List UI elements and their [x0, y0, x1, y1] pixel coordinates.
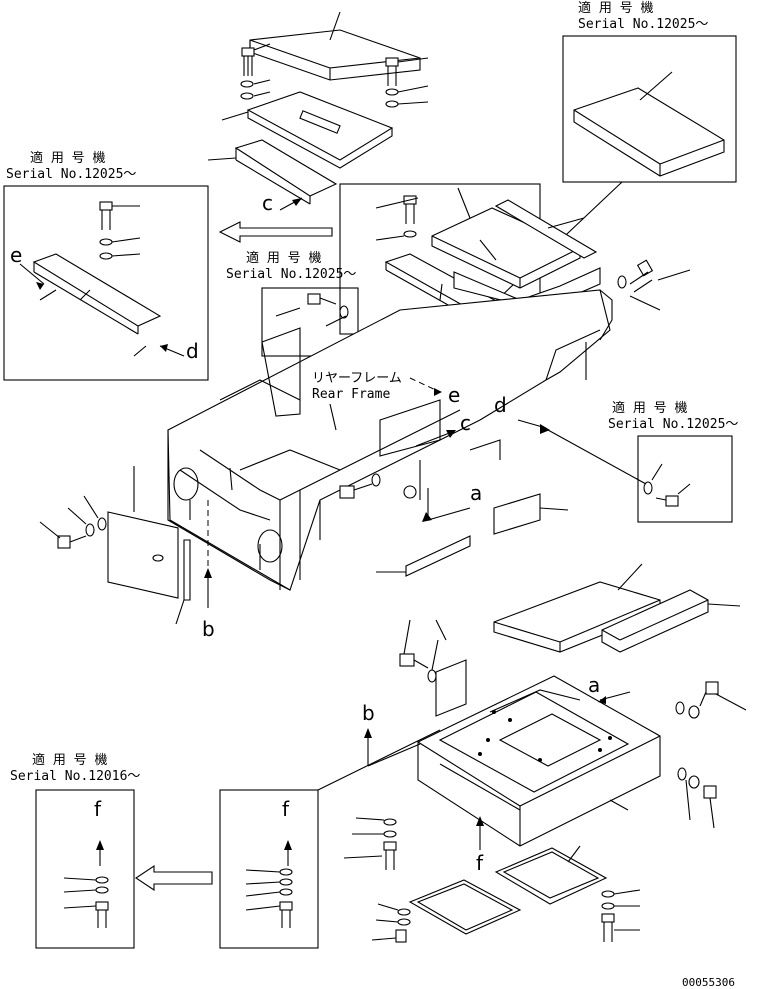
bolt-washer-set-upper-left	[240, 43, 271, 100]
access-cover-left	[408, 879, 522, 935]
rear-frame-leader	[329, 403, 337, 431]
svg-text:d: d	[186, 339, 199, 363]
leader-line-bottom-center	[317, 729, 441, 791]
svg-text:d: d	[494, 393, 507, 417]
callout-e-left: e	[10, 243, 57, 301]
bolt-washer-lower-left	[399, 619, 439, 683]
applicable-model-label-top-right: 適 用 号 機	[578, 0, 653, 16]
callout-b-lower: b	[362, 701, 421, 767]
upper-bracket	[207, 139, 338, 205]
serial-label-top-right: Serial No.12025～	[578, 17, 708, 32]
direction-arrow-bottom	[135, 864, 213, 892]
rear-frame	[167, 289, 613, 591]
detail-box-bottom-left	[35, 789, 135, 949]
callout-c-frame: c	[415, 411, 471, 447]
callout-c-upper: c	[262, 191, 303, 215]
bolt-washer-set-upper-right	[385, 57, 429, 108]
svg-text:c: c	[460, 411, 471, 435]
small-cover-plate-lower	[435, 619, 467, 717]
center-left-bolt	[275, 293, 349, 327]
callout-f-lower: f	[476, 816, 484, 875]
callout-d-left: d	[133, 339, 199, 363]
serial-label-left: Serial No.12025～	[6, 167, 136, 182]
serial-label-right-mid: Serial No.12025～	[608, 417, 738, 432]
lower-pad-right	[601, 589, 741, 653]
left-box-bolt-washers	[99, 201, 141, 260]
lower-frame	[417, 675, 661, 847]
rear-frame-label-en: Rear Frame	[312, 387, 390, 402]
pad-block-mid-left	[376, 535, 471, 577]
applicable-model-label-bottom-left: 適 用 号 機	[32, 752, 107, 768]
slotted-cover-plate	[221, 91, 394, 169]
left-side-bolt-washers	[39, 495, 107, 549]
pad-block-mid-right	[493, 493, 569, 535]
access-cover-right	[494, 845, 608, 905]
svg-text:e: e	[10, 243, 22, 267]
bottom-center-box-fasteners: f	[245, 797, 293, 928]
svg-text:b: b	[202, 617, 215, 641]
callout-e-frame: e	[409, 377, 460, 407]
svg-text:b: b	[362, 701, 375, 725]
callout-d-frame: d	[494, 393, 550, 434]
svg-text:c: c	[262, 191, 273, 215]
bolt-washer-right-mid	[617, 259, 691, 311]
drawing-number: 00055306	[682, 976, 735, 989]
left-box-angle-bracket	[32, 253, 162, 335]
svg-text:a: a	[588, 673, 600, 697]
left-side-strip	[175, 539, 191, 625]
detail-box-left	[3, 185, 209, 381]
applicable-model-label-center: 適 用 号 機	[246, 250, 321, 266]
pad-plate-top-right	[573, 71, 725, 177]
svg-text:f: f	[282, 797, 290, 821]
left-side-cover-plate	[107, 466, 179, 599]
right-upper-plate	[431, 187, 581, 289]
serial-label-bottom-left: Serial No.12016～	[10, 769, 140, 784]
svg-text:a: a	[470, 481, 482, 505]
svg-text:f: f	[476, 851, 484, 875]
bottom-left-box-fasteners: f	[63, 797, 109, 928]
lower-pad-left	[493, 563, 661, 653]
rear-frame-label-jp: リヤーフレーム	[312, 371, 402, 386]
svg-text:f: f	[94, 797, 102, 821]
callout-b-frame: b	[202, 500, 215, 641]
detail-box-top-right	[562, 35, 737, 183]
leader-line-right-mid	[547, 429, 647, 485]
bolt-washers-lower-center	[343, 817, 641, 943]
bolt-washer-frame-mid	[339, 473, 417, 499]
callout-a-frame: a	[422, 481, 482, 522]
callout-a-lower: a	[588, 673, 631, 704]
bolt-washer-center	[375, 195, 419, 241]
right-mid-bolt-washer	[643, 463, 691, 507]
serial-label-center: Serial No.12025～	[226, 267, 356, 282]
applicable-model-label-left: 適 用 号 機	[30, 150, 105, 166]
direction-arrow-left	[218, 221, 333, 243]
bolt-washers-lower-right	[675, 681, 747, 829]
applicable-model-label-right-mid: 適 用 号 機	[612, 400, 687, 416]
right-rail-strip	[494, 199, 598, 259]
svg-text:e: e	[448, 383, 460, 407]
detail-box-bottom-center	[219, 789, 319, 949]
top-cover-plate	[249, 11, 421, 81]
